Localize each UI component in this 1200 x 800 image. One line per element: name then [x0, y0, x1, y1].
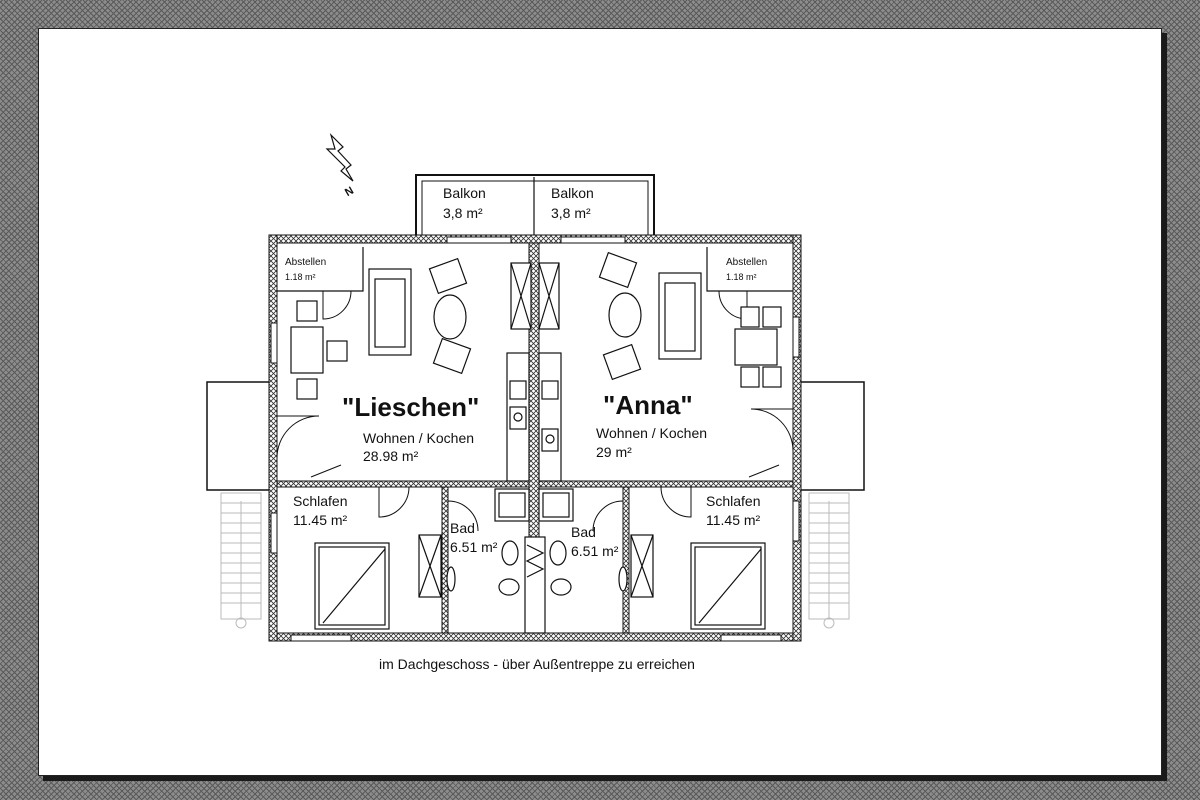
living-room-area-left: 28.98 m²: [363, 448, 419, 464]
living-room-label-right: Wohnen / Kochen: [596, 425, 707, 441]
storage-area-right: 1.18 m²: [726, 272, 757, 282]
bedroom-furniture: [314, 534, 766, 630]
storage-rooms: [277, 247, 793, 292]
bathroom-fixtures: [446, 488, 628, 634]
living-room-label-left: Wohnen / Kochen: [363, 430, 474, 446]
bathroom-area-left: 6.51 m²: [450, 539, 498, 555]
external-stair-right: [808, 492, 850, 629]
north-arrow-icon: N: [325, 132, 356, 199]
storage-label-left: Abstellen: [285, 257, 326, 268]
windows: [270, 236, 800, 642]
storage-area-left: 1.18 m²: [285, 272, 316, 282]
storage-label-right: Abstellen: [726, 257, 767, 268]
balcony-area-right: 3,8 m²: [551, 205, 591, 221]
apartment-title-right: "Anna": [603, 390, 693, 420]
entry-landing-right: [797, 381, 865, 491]
bathroom-label-left: Bad: [450, 520, 475, 536]
bathroom-label-right: Bad: [571, 524, 596, 540]
external-stair-left: [220, 492, 262, 629]
bedroom-label-right: Schlafen: [706, 493, 760, 509]
living-room-area-right: 29 m²: [596, 444, 632, 460]
entry-landing-left: [206, 381, 274, 491]
apartment-title-left: "Lieschen": [342, 392, 479, 422]
balcony-label-right: Balkon: [551, 185, 594, 201]
doors: [276, 290, 794, 532]
interior-walls: [276, 242, 794, 634]
furniture-right: [538, 251, 782, 388]
floor-plan: N: [206, 132, 865, 672]
bathroom-area-right: 6.51 m²: [571, 543, 619, 559]
plan-caption: im Dachgeschoss - über Außentreppe zu er…: [379, 656, 695, 672]
furniture-left: [290, 257, 532, 400]
kitchen-units: [506, 352, 562, 482]
bedroom-area-right: 11.45 m²: [706, 512, 761, 528]
bedroom-label-left: Schlafen: [293, 493, 347, 509]
balcony-label-left: Balkon: [443, 185, 486, 201]
north-label: N: [343, 185, 356, 199]
drawing-sheet: N: [38, 28, 1162, 776]
balcony-area-left: 3,8 m²: [443, 205, 483, 221]
bedroom-area-left: 11.45 m²: [293, 512, 348, 528]
